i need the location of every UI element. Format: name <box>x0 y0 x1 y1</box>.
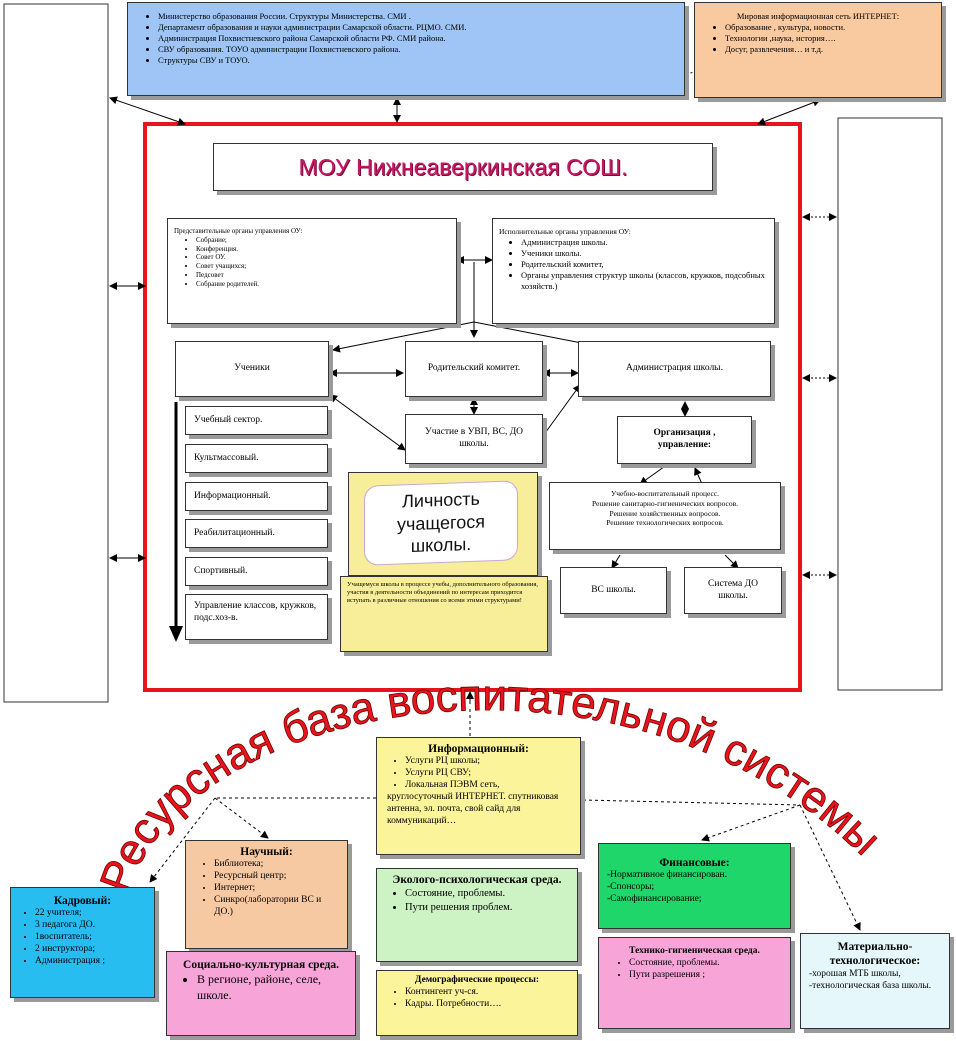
internet-item: Досуг, развлечения… и т.д. <box>725 44 933 55</box>
internet-box: Мировая информационная сеть ИНТЕРНЕТ: Об… <box>694 2 942 98</box>
informational-item: Услуги РЦ школы; <box>405 756 574 768</box>
representative-box: Представительные органы управления ОУ: С… <box>167 218 457 324</box>
representative-item: Педсовет <box>196 271 450 280</box>
sector-item: Учебный сектор. <box>185 406 328 435</box>
sociocultural-title: Социально-культурная среда. <box>183 959 339 971</box>
technical-title: Технико-гигиеническая среда. <box>629 946 760 956</box>
demographic-item: Кадры. Потребности…. <box>405 999 571 1011</box>
scientific-item: Интернет; <box>214 883 341 895</box>
ministry-item: СВУ образования. ТОУО администрации Похв… <box>158 44 674 55</box>
demographic-title: Демографические процессы: <box>414 975 540 985</box>
technical-item: Пути разрешения ; <box>629 970 782 982</box>
technical-box: Технико-гигиеническая среда. Состояние, … <box>598 937 791 1029</box>
executive-item: Ученики школы. <box>521 248 768 259</box>
personnel-item: 2 инструктора; <box>35 944 148 956</box>
organization-box: Организация , управление: <box>617 416 752 464</box>
sector-item: Культмассовый. <box>185 444 328 473</box>
scientific-item: Библиотека; <box>214 859 341 871</box>
ministry-box: Министерство образования России. Структу… <box>127 2 685 96</box>
informational-item: Услуги РЦ СВУ; <box>405 768 574 780</box>
process-item: Решение санитарно-гигиенических вопросов… <box>591 498 739 508</box>
scientific-item: Синкро(лаборатории ВС и ДО.) <box>214 895 341 919</box>
process-item: Учебно-воспитательный процесс. <box>610 489 720 498</box>
eco-item: Пути решения проблем. <box>405 901 571 915</box>
executive-title: Исполнительные органы управления ОУ: <box>499 227 631 236</box>
process-item: Решение хозяйственных вопросов. <box>609 508 721 518</box>
representative-title: Представительные органы управления ОУ: <box>174 227 303 235</box>
demographic-box: Демографические процессы: Контингент уч-… <box>376 970 578 1036</box>
informational-title: Информационный: <box>428 743 529 755</box>
executive-item: Родительский комитет, <box>521 259 768 270</box>
ministry-item: Структуры СВУ и ТОУО. <box>158 55 674 66</box>
internet-item: Технологии ,наука, история…. <box>725 33 933 44</box>
participation-box: Участие в УВП, ВС, ДО школы. <box>405 414 543 464</box>
school-title: МОУ Нижнеаверкинская СОШ. <box>213 143 713 191</box>
representative-item: Совет ОУ. <box>196 253 450 262</box>
sector-item: Спортивный. <box>185 557 328 586</box>
internet-item: Образование , культура, новости. <box>725 22 933 33</box>
financial-line: -Самофинансирование; <box>607 894 702 905</box>
material-title: Материально-технологическое: <box>829 941 921 968</box>
personnel-item: 22 учителя; <box>35 908 148 920</box>
representative-item: Собрание; <box>196 236 450 245</box>
demographic-item: Контингент уч-ся. <box>405 987 571 999</box>
left-side-panel <box>3 3 109 703</box>
sector-item: Реабилитационный. <box>185 519 328 548</box>
material-line: -технологическая база школы. <box>809 980 932 991</box>
executive-item: Органы управления структур школы (классо… <box>521 270 768 292</box>
sector-item: Управление классов, кружков, подс.хоз-в. <box>185 594 328 640</box>
ministry-item: Министерство образования России. Структу… <box>158 11 674 22</box>
personnel-item: 3 педагога ДО. <box>35 920 148 932</box>
informational-extra: круглосуточный ИНТЕРНЕТ. спутниковая ант… <box>387 792 559 826</box>
executive-item: Администрация школы. <box>521 237 768 248</box>
material-line: -хорошая МТБ школы, <box>809 968 901 979</box>
financial-box: Финансовые: -Нормативное финансирован. -… <box>598 843 791 929</box>
informational-box: Информационный: Услуги РЦ школы; Услуги … <box>376 737 581 855</box>
personality-outer: Личность учащегося школы. <box>348 472 538 576</box>
sociocultural-item: В регионе, районе, селе, школе. <box>197 972 347 1003</box>
sociocultural-box: Социально-культурная среда. В регионе, р… <box>166 951 356 1036</box>
internet-title: Мировая информационная сеть ИНТЕРНЕТ: <box>736 11 900 21</box>
processes-box: Учебно-воспитательный процесс. Решение с… <box>549 482 781 550</box>
vs-school-box: ВС школы. <box>560 567 667 614</box>
scientific-item: Ресурсный центр; <box>214 871 341 883</box>
eco-item: Состояние, проблемы. <box>405 887 571 901</box>
right-side-panel <box>837 117 943 691</box>
material-box: Материально-технологическое: -хорошая МТ… <box>800 933 950 1029</box>
eco-title: Эколого-психологическая среда. <box>392 874 562 886</box>
scientific-title: Научный: <box>240 846 293 858</box>
financial-title: Финансовые: <box>659 857 730 869</box>
personnel-title: Кадровый: <box>53 895 112 907</box>
personnel-item: Администрация ; <box>35 956 148 968</box>
financial-line: -Нормативное финансирован. <box>607 870 728 881</box>
process-item: Решение технологических вопросов. <box>606 518 724 528</box>
sector-item: Информационный. <box>185 482 328 511</box>
financial-line: -Спонсоры; <box>607 882 655 893</box>
executive-box: Исполнительные органы управления ОУ: Адм… <box>492 218 775 324</box>
ministry-item: Администрация Похвистневского района Сам… <box>158 33 674 44</box>
personnel-box: Кадровый: 22 учителя; 3 педагога ДО. 1во… <box>10 887 155 998</box>
scientific-box: Научный: Библиотека; Ресурсный центр; Ин… <box>185 840 348 949</box>
ministry-item: Департамент образования и науки админист… <box>158 22 674 33</box>
do-system-box: Система ДО школы. <box>684 567 782 614</box>
informational-item: Локальная ПЭВМ сеть, <box>405 780 574 792</box>
parent-committee-box: Родительский комитет. <box>405 341 543 397</box>
eco-box: Эколого-психологическая среда. Состояние… <box>376 868 578 962</box>
personality-label: Личность учащегося школы. <box>364 480 518 566</box>
representative-item: Совет учащихся; <box>196 262 450 271</box>
technical-item: Состояние, проблемы. <box>629 958 782 970</box>
personnel-item: 1воспитатель; <box>35 932 148 944</box>
administration-box: Администрация школы. <box>578 341 771 397</box>
personality-note: Учащемуся школы в процессе учебы, дополн… <box>340 576 548 652</box>
students-box: Ученики <box>175 341 329 397</box>
representative-item: Собрание родителей. <box>196 280 450 289</box>
representative-item: Конференция. <box>196 245 450 254</box>
